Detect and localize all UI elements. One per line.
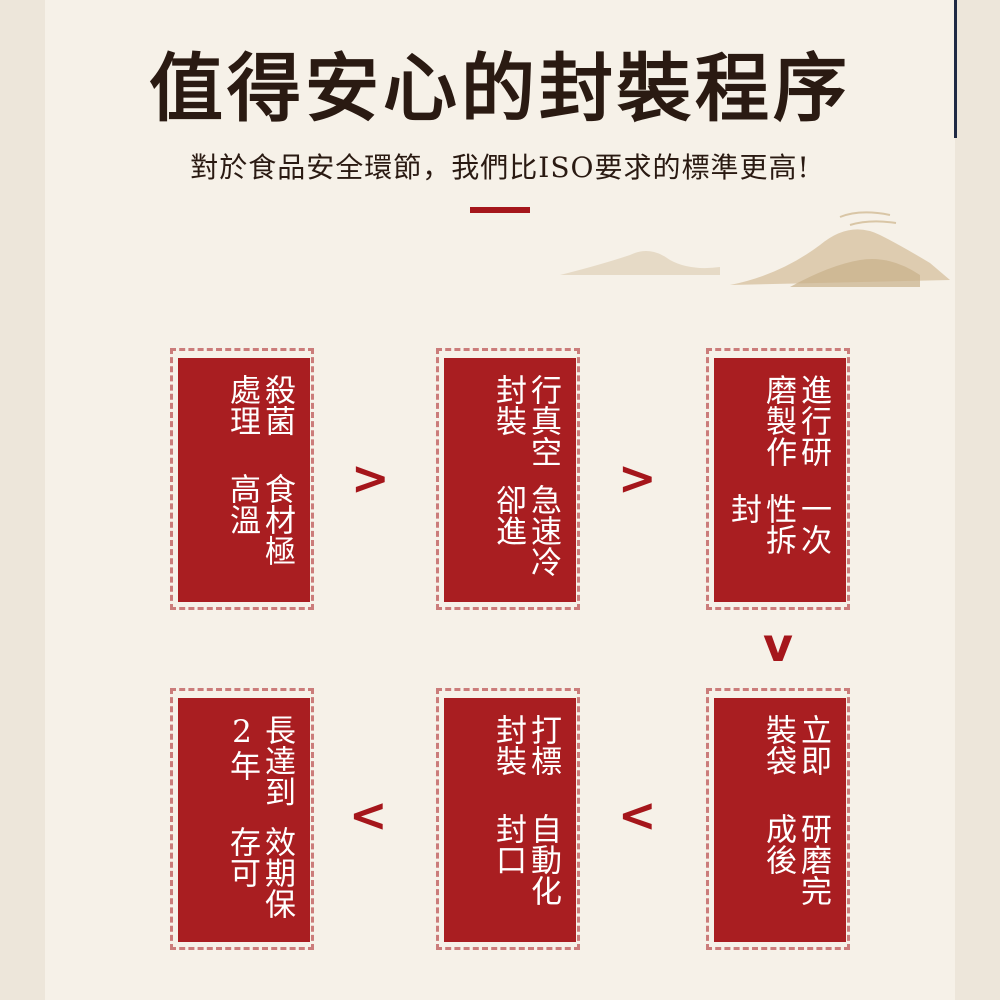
seal-frame [706, 348, 850, 610]
seal-text: 打標封裝 自動化封口 [490, 714, 561, 906]
arrow-right-2: > [618, 451, 657, 505]
arrow-left-1: < [618, 788, 657, 842]
step-seal-4: 立即裝袋 研磨完成後 [706, 688, 850, 950]
arrow-down: v [763, 618, 793, 672]
seal-text: 行真空封裝 急速冷卻進 [490, 374, 561, 577]
step-seal-6: 長達到2年 效期保存可 [170, 688, 314, 950]
arrow-right-1: > [351, 451, 390, 505]
corner-accent-line [954, 0, 957, 138]
step-seal-5: 打標封裝 自動化封口 [436, 688, 580, 950]
left-margin [0, 0, 45, 1000]
seal-frame [170, 688, 314, 950]
step-seal-3: 進行研磨製作 一次性拆封 [706, 348, 850, 610]
seal-frame [706, 688, 850, 950]
page-subtitle: 對於食品安全環節，我們比ISO要求的標準更高! [190, 151, 810, 184]
step-seal-2: 行真空封裝 急速冷卻進 [436, 348, 580, 610]
seal-text: 進行研磨製作 一次性拆封 [725, 374, 831, 556]
seal-text: 長達到2年 效期保存可 [224, 714, 295, 919]
seal-frame [170, 348, 314, 610]
step-seal-1: 殺菌處理 食材極高溫 [170, 348, 314, 610]
title-divider [470, 207, 530, 213]
page-title: 值得安心的封裝程序 [149, 46, 851, 132]
arrow-left-2: < [349, 788, 388, 842]
seal-text: 立即裝袋 研磨完成後 [760, 714, 831, 906]
mountain-decoration-icon [560, 211, 950, 287]
right-margin [955, 0, 1000, 1000]
seal-frame [436, 348, 580, 610]
seal-text: 殺菌處理 食材極高溫 [224, 374, 295, 566]
seal-frame [436, 688, 580, 950]
